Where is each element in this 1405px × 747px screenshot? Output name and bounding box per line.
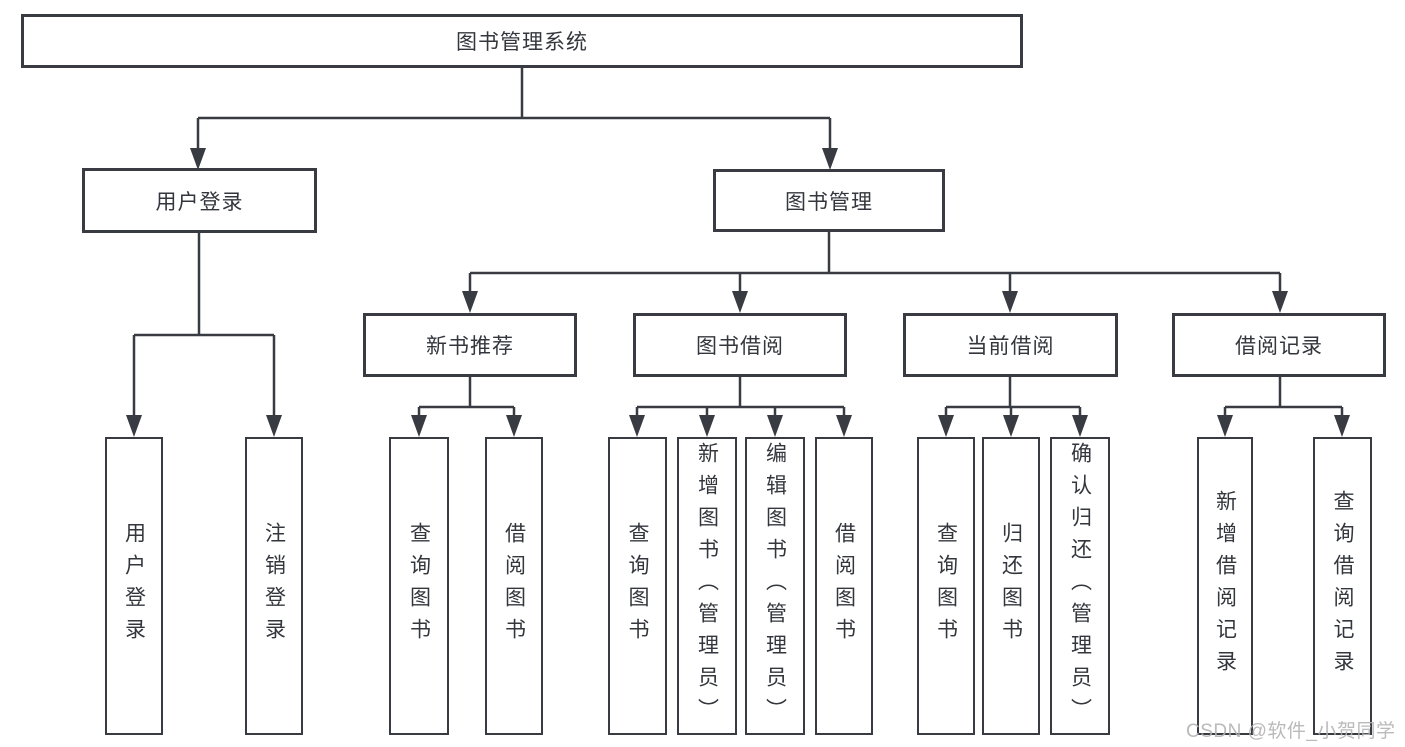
node-new-book-recommend: 新书推荐 bbox=[363, 313, 577, 377]
leaf-rec-borrow-books: 借阅图书 bbox=[485, 437, 543, 735]
node-label: 借阅图书 bbox=[502, 522, 526, 650]
connector-root-to-level2 bbox=[190, 68, 838, 170]
node-label: 查询图书 bbox=[626, 522, 649, 650]
connector-book-borrow-to-leaves bbox=[629, 377, 852, 437]
node-label: 确认归还（管理员） bbox=[1068, 442, 1092, 730]
leaf-user-login: 用户登录 bbox=[105, 437, 163, 735]
node-label: 图书管理系统 bbox=[456, 31, 588, 54]
node-label: 图书借阅 bbox=[696, 335, 784, 358]
node-label: 借阅记录 bbox=[1235, 335, 1323, 358]
node-label: 查询图书 bbox=[934, 522, 958, 650]
node-label: 当前借阅 bbox=[966, 335, 1055, 358]
node-book-management: 图书管理 bbox=[713, 169, 945, 232]
leaf-br-add-record: 新增借阅记录 bbox=[1197, 437, 1253, 735]
node-root-library-system: 图书管理系统 bbox=[21, 14, 1023, 68]
node-label: 查询图书 bbox=[407, 522, 431, 650]
node-label: 新增图书（管理员） bbox=[695, 442, 719, 730]
connector-user-login-to-leaves bbox=[126, 233, 282, 437]
leaf-cb-query-books: 查询图书 bbox=[917, 437, 975, 735]
node-label: 编辑图书（管理员） bbox=[763, 442, 787, 730]
node-label: 借阅图书 bbox=[832, 522, 856, 650]
leaf-cb-confirm-return-admin: 确认归还（管理员） bbox=[1050, 437, 1110, 735]
connector-current-borrow-to-leaves bbox=[938, 377, 1088, 437]
leaf-rec-query-books: 查询图书 bbox=[389, 437, 449, 735]
connector-new-book-rec-to-leaves bbox=[411, 377, 522, 437]
csdn-watermark: CSDN @软件_小贺同学 bbox=[1186, 721, 1396, 742]
leaf-bb-query-books: 查询图书 bbox=[608, 437, 667, 735]
node-label: 图书管理 bbox=[785, 190, 873, 214]
node-label: 查询借阅记录 bbox=[1331, 490, 1354, 682]
leaf-bb-add-books-admin: 新增图书（管理员） bbox=[677, 437, 737, 735]
node-label: 注销登录 bbox=[262, 522, 286, 650]
node-label: 归还图书 bbox=[999, 522, 1023, 650]
node-label: 用户登录 bbox=[155, 190, 244, 214]
leaf-cb-return-books: 归还图书 bbox=[982, 437, 1040, 735]
leaf-bb-edit-books-admin: 编辑图书（管理员） bbox=[745, 437, 805, 735]
leaf-br-query-record: 查询借阅记录 bbox=[1313, 437, 1372, 735]
leaf-logout: 注销登录 bbox=[245, 437, 303, 735]
node-label: 新增借阅记录 bbox=[1213, 490, 1237, 682]
node-book-borrow: 图书借阅 bbox=[633, 313, 847, 377]
node-label: 用户登录 bbox=[122, 522, 146, 650]
node-user-login: 用户登录 bbox=[82, 168, 317, 233]
node-borrow-records: 借阅记录 bbox=[1172, 313, 1386, 377]
node-label: 新书推荐 bbox=[426, 335, 514, 358]
node-current-borrow: 当前借阅 bbox=[903, 313, 1118, 377]
leaf-bb-borrow-books: 借阅图书 bbox=[815, 437, 873, 735]
connector-borrow-records-to-leaves bbox=[1217, 377, 1350, 437]
connector-book-mgmt-to-level3 bbox=[462, 232, 1288, 313]
